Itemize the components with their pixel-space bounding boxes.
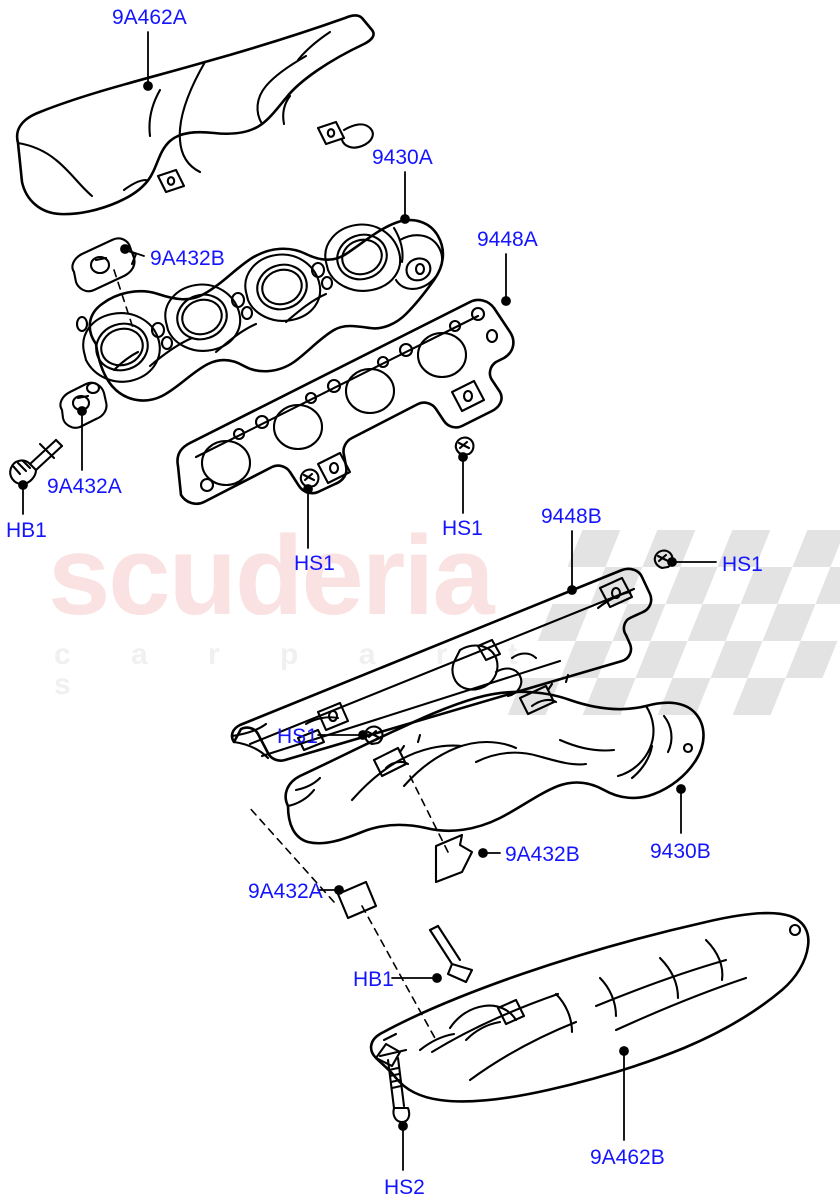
part-9a462a-heat-shield-upper — [15, 14, 375, 216]
callout-hs1-nut-c[interactable]: HS1 — [722, 553, 763, 576]
fastener-hb1-lower — [428, 924, 474, 984]
part-9430b-manifold-lower — [284, 673, 705, 845]
callout-hb1-bolt-upper[interactable]: HB1 — [6, 519, 47, 542]
part-9a462b-heat-shield-lower — [369, 911, 810, 1103]
callout-9a432b-stud-lower[interactable]: 9A432B — [505, 843, 580, 866]
callout-hs2-bolt-lower[interactable]: HS2 — [384, 1176, 425, 1199]
callout-9a462b-heat-shield-lower[interactable]: 9A462B — [590, 1146, 665, 1169]
fastener-hs1-nuts — [299, 436, 674, 746]
fastener-hb1-upper — [9, 438, 64, 486]
part-9430a-manifold-upper — [75, 218, 445, 402]
callout-hb1-bolt-lower[interactable]: HB1 — [353, 968, 394, 991]
callout-9448a-gasket-upper[interactable]: 9448A — [477, 228, 538, 251]
callout-9a432a-stud-lower[interactable]: 9A432A — [248, 880, 323, 903]
callout-9430b-manifold-lower[interactable]: 9430B — [650, 840, 711, 863]
callout-9430a-manifold-upper[interactable]: 9430A — [372, 146, 433, 169]
callout-9448b-gasket-lower[interactable]: 9448B — [541, 505, 602, 528]
fastener-9a432-lower — [336, 833, 474, 920]
callout-hs1-nut-b[interactable]: HS1 — [442, 517, 483, 540]
callout-9a432a-stud-upper[interactable]: 9A432A — [47, 475, 122, 498]
callout-hs1-nut-d[interactable]: HS1 — [277, 725, 318, 748]
callout-hs1-nut-a[interactable]: HS1 — [294, 552, 335, 575]
callout-9a462a-heat-shield-upper[interactable]: 9A462A — [112, 6, 187, 29]
callout-9a432b-stud-upper[interactable]: 9A432B — [150, 247, 225, 270]
part-9448a-gasket-upper — [176, 298, 515, 506]
